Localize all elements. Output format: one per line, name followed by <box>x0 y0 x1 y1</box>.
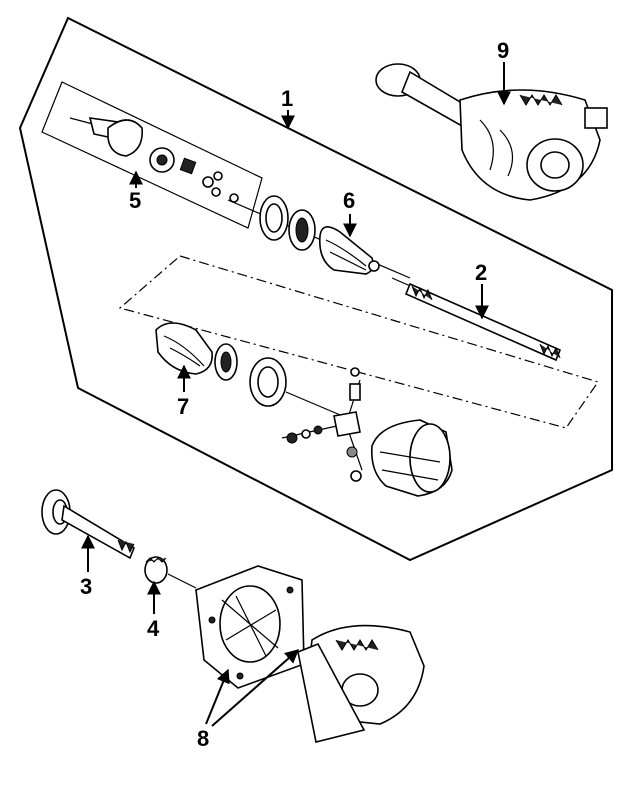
outer-boot-kit <box>227 195 411 279</box>
callout-4: 4 <box>147 616 160 641</box>
front-differential-assembly <box>375 63 608 201</box>
assembly-outline <box>18 16 613 562</box>
leader-8b <box>211 649 300 727</box>
callout-7: 7 <box>177 394 189 419</box>
callout-3: 3 <box>80 574 92 599</box>
inner-cv-joint-parts <box>69 117 239 203</box>
callout-2: 2 <box>475 260 487 285</box>
callout-5: 5 <box>129 188 141 213</box>
callout-1: 1 <box>281 86 293 111</box>
callout-8: 8 <box>197 726 209 751</box>
subassembly-box-5 <box>41 81 263 229</box>
stub-shaft <box>41 489 135 560</box>
tripod-joint-housing <box>281 367 453 497</box>
side-gear <box>144 556 197 589</box>
subassembly-box-2 <box>118 255 599 429</box>
leader-8a <box>205 668 230 725</box>
front-differential-housing <box>195 565 305 689</box>
rear-differential-carrier <box>297 624 425 743</box>
halfshaft <box>391 277 562 362</box>
callout-6: 6 <box>343 188 355 213</box>
callout-9: 9 <box>497 38 509 63</box>
